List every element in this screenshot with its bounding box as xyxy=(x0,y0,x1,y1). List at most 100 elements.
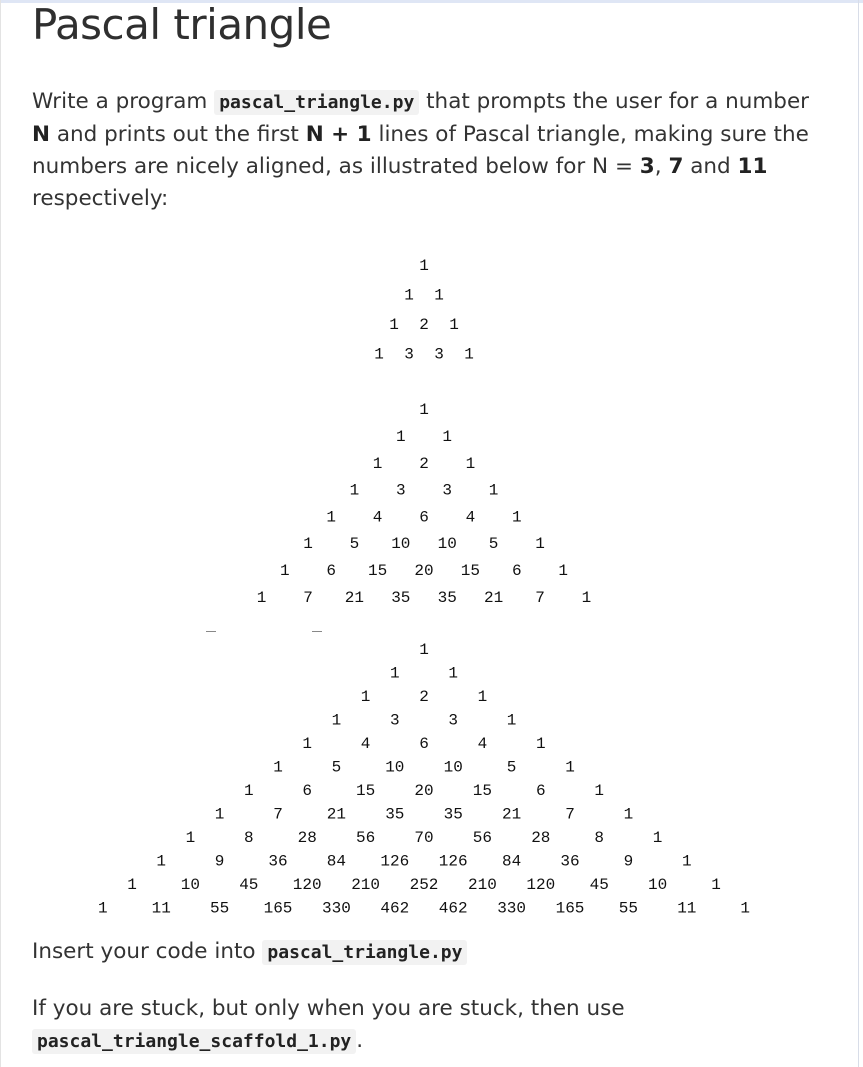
triangle-cell: 56 xyxy=(473,829,492,847)
triangle-cell: 10 xyxy=(385,759,404,777)
triangle-cell: 5 xyxy=(489,535,499,553)
triangle-cell: 126 xyxy=(439,853,468,871)
triangle-cell: 1 xyxy=(536,735,546,753)
triangle-cell: 1 xyxy=(582,589,592,607)
triangle-cell: 120 xyxy=(293,876,322,894)
triangle-cell: 28 xyxy=(531,829,550,847)
triangle-cell: 11 xyxy=(152,900,171,918)
triangle-cell: 1 xyxy=(448,665,458,683)
triangle-cell: 1 xyxy=(374,346,384,364)
intro-text: and prints out the first xyxy=(50,122,306,147)
triangle-cell: 4 xyxy=(466,508,476,526)
triangle-cell: 1 xyxy=(442,428,452,446)
triangle-cell: 1 xyxy=(215,806,225,824)
triangle-cell: 3 xyxy=(442,482,452,500)
triangle-cell: 1 xyxy=(186,829,196,847)
triangle-cell: 1 xyxy=(303,535,313,553)
intro-n: N xyxy=(32,122,50,147)
triangle-cell: 1 xyxy=(478,688,488,706)
triangle-cell: 165 xyxy=(264,900,293,918)
triangle-cell: 84 xyxy=(502,853,521,871)
triangle-cell: 15 xyxy=(473,782,492,800)
triangle-cell: 70 xyxy=(414,829,433,847)
triangle-cell: 1 xyxy=(257,589,267,607)
triangle-cell: 3 xyxy=(404,346,414,364)
triangle-cell: 1 xyxy=(512,508,522,526)
triangle-cell: 10 xyxy=(391,535,410,553)
triangle-cell: 4 xyxy=(373,508,383,526)
triangle-cell: 3 xyxy=(448,712,458,730)
triangle-cell: 10 xyxy=(181,876,200,894)
triangle-cell: 5 xyxy=(332,759,342,777)
triangle-cell: 1 xyxy=(396,428,406,446)
triangle-cell: 2 xyxy=(419,455,429,473)
triangle-cell: 330 xyxy=(322,900,351,918)
triangle-cell: 2 xyxy=(419,688,429,706)
intro-text: respectively: xyxy=(32,186,169,211)
page-title: Pascal triangle xyxy=(32,0,332,49)
triangle-cell: 3 xyxy=(434,346,444,364)
triangle-cell: 15 xyxy=(461,562,480,580)
triangle-cell: 15 xyxy=(368,562,387,580)
triangle-cell: 35 xyxy=(385,806,404,824)
triangle-cell: 10 xyxy=(648,876,667,894)
intro-text: and xyxy=(683,154,738,179)
figure-separator xyxy=(206,631,216,632)
intro-n-plus-one: N + 1 xyxy=(305,122,372,147)
intro-paragraph: Write a program pascal_triangle.py that … xyxy=(32,86,832,215)
triangle-cell: 7 xyxy=(303,589,313,607)
target-filename: pascal_triangle.py xyxy=(262,940,468,965)
triangle-cell: 165 xyxy=(556,900,585,918)
scaffold-filename: pascal_triangle_scaffold_1.py xyxy=(32,1029,357,1054)
triangle-cell: 20 xyxy=(414,782,433,800)
triangle-cell: 9 xyxy=(624,853,634,871)
triangle-cell: 120 xyxy=(526,876,555,894)
triangle-cell: 1 xyxy=(127,876,137,894)
triangle-cell: 7 xyxy=(565,806,575,824)
triangle-cell: 10 xyxy=(438,535,457,553)
triangle-cell: 1 xyxy=(464,346,474,364)
triangle-cell: 1 xyxy=(390,665,400,683)
intro-value-7: 7 xyxy=(668,154,684,179)
intro-value-11: 11 xyxy=(737,154,768,179)
triangle-cell: 21 xyxy=(345,589,364,607)
triangle-cell: 4 xyxy=(478,735,488,753)
triangle-cell: 6 xyxy=(419,508,429,526)
left-border xyxy=(0,0,1,1067)
triangle-cell: 7 xyxy=(535,589,545,607)
triangle-cell: 36 xyxy=(268,853,287,871)
triangle-cell: 1 xyxy=(404,287,414,305)
intro-text: that prompts the user for a number xyxy=(419,89,810,114)
triangle-cell: 1 xyxy=(558,562,568,580)
triangle-cell: 1 xyxy=(361,688,371,706)
triangle-cell: 6 xyxy=(302,782,312,800)
triangle-cell: 1 xyxy=(156,853,166,871)
triangle-cell: 1 xyxy=(280,562,290,580)
triangle-cell: 252 xyxy=(410,876,439,894)
triangle-cell: 2 xyxy=(419,316,429,334)
triangle-cell: 1 xyxy=(565,759,575,777)
top-border xyxy=(0,0,863,3)
triangle-cell: 1 xyxy=(326,508,336,526)
triangle-cell: 1 xyxy=(419,401,429,419)
triangle-cell: 1 xyxy=(740,900,750,918)
triangle-cell: 6 xyxy=(512,562,522,580)
triangle-cell: 1 xyxy=(466,455,476,473)
triangle-cell: 1 xyxy=(373,455,383,473)
triangle-cell: 21 xyxy=(327,806,346,824)
triangle-cell: 5 xyxy=(350,535,360,553)
triangle-cell: 1 xyxy=(653,829,663,847)
triangle-cell: 9 xyxy=(215,853,225,871)
triangle-cell: 11 xyxy=(677,900,696,918)
triangle-cell: 3 xyxy=(396,482,406,500)
insert-paragraph: Insert your code into pascal_triangle.py xyxy=(32,936,832,969)
triangle-cell: 462 xyxy=(439,900,468,918)
triangle-cell: 1 xyxy=(594,782,604,800)
triangle-cell: 55 xyxy=(210,900,229,918)
triangle-cell: 15 xyxy=(356,782,375,800)
triangle-cell: 1 xyxy=(507,712,517,730)
triangle-cell: 35 xyxy=(391,589,410,607)
triangle-cell: 1 xyxy=(711,876,721,894)
figure-separator xyxy=(312,631,322,632)
